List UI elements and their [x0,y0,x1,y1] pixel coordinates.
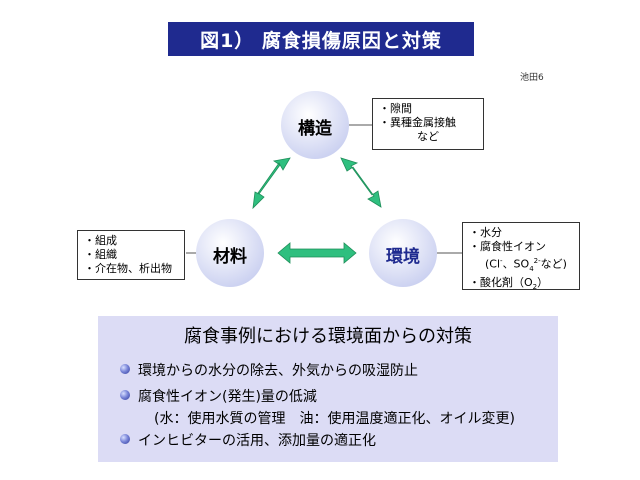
countermeasure-item: 腐食性イオン(発生)量の低減 (水：使用水質の管理 油：使用温度適正化、オイル変… [120,386,515,428]
node-environment [369,219,437,287]
countermeasure-text: 腐食性イオン(発生)量の低減 [138,389,317,405]
environment-note-ions: (Cl-、SO42-など) [469,254,573,276]
countermeasure-text-group: 腐食性イオン(発生)量の低減 (水：使用水質の管理 油：使用温度適正化、オイル変… [138,386,515,428]
countermeasure-item: 環境からの水分の除去、外気からの吸湿防止 [120,360,418,380]
page-title: 図1） 腐食損傷原因と対策 [168,22,474,56]
node-structure [281,91,349,159]
countermeasure-item: インヒビターの活用、添加量の適正化 [120,430,376,450]
material-note-line: ・組成 [84,234,117,247]
arrow-structure-environment [340,157,382,208]
node-material [196,219,264,287]
ion-charge: 2- [533,257,541,265]
oxidizer-text: ） [537,275,549,289]
ion-text: 、SO [502,257,530,271]
arrow-structure-material [252,157,291,210]
environment-note: ・水分 ・腐食性イオン (Cl-、SO42-など) ・酸化剤（O2） [462,222,580,291]
environment-note-line: ・腐食性イオン [469,240,546,253]
structure-note-line: など [417,130,439,143]
ion-text: など) [540,257,567,271]
oxidizer-subscript: 2 [532,283,538,292]
environment-note-line: ・水分 [469,226,502,239]
node-structure-label: 構造 [298,119,332,139]
countermeasure-subtext: (水：使用水質の管理 油：使用温度適正化、オイル変更) [154,411,515,427]
material-note-line: ・介在物、析出物 [84,262,172,275]
structure-note-line: ・異種金属接触 [379,116,456,129]
ion-text: (Cl [485,257,501,271]
ion-subscript: 4 [529,264,534,273]
bullet-icon [120,364,130,374]
bullet-icon [120,390,130,400]
credit-label: 池田6 [520,73,544,83]
countermeasure-text: 環境からの水分の除去、外気からの吸湿防止 [138,363,418,379]
countermeasure-panel: 腐食事例における環境面からの対策 環境からの水分の除去、外気からの吸湿防止 腐食… [98,316,558,462]
structure-note: ・隙間 ・異種金属接触 など [372,98,484,150]
panel-heading: 腐食事例における環境面からの対策 [184,326,472,347]
node-material-label: 材料 [213,247,247,267]
arrow-material-environment [277,242,357,264]
countermeasure-text: インヒビターの活用、添加量の適正化 [138,433,376,449]
bullet-icon [120,434,130,444]
structure-note-line: ・隙間 [379,102,412,115]
cause-diagram [186,91,462,287]
environment-note-oxidizer: ・酸化剤（O2） [469,276,573,294]
material-note-line: ・組織 [84,248,117,261]
oxidizer-text: ・酸化剤（O [469,275,533,289]
ion-charge: - [500,257,503,265]
material-note: ・組成 ・組織 ・介在物、析出物 [77,230,185,280]
node-environment-label: 環境 [386,247,420,267]
